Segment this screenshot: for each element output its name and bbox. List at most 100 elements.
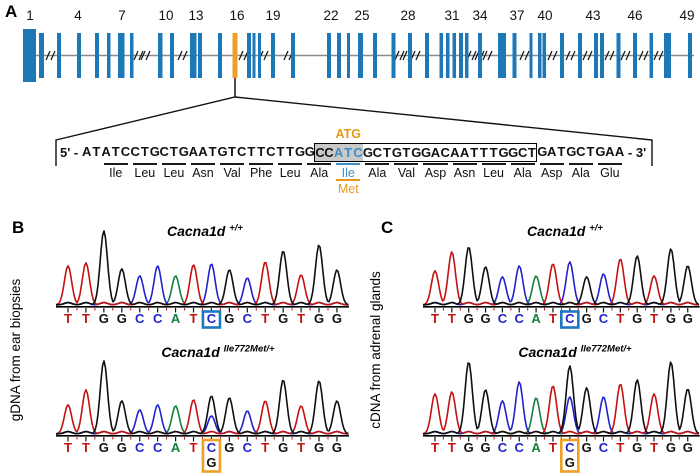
nucleotide: C <box>314 143 325 162</box>
base-letter: T <box>549 311 557 326</box>
nucleotide: G <box>508 143 519 162</box>
base-letter: T <box>64 440 72 455</box>
exon-bar <box>529 33 533 78</box>
nucleotide: A <box>450 143 460 162</box>
gap-hatch-mark <box>140 50 151 61</box>
nucleotide: T <box>479 143 489 162</box>
exon-bar <box>408 33 412 78</box>
base-letter: T <box>616 311 624 326</box>
trace-T <box>55 261 349 306</box>
base-letter: G <box>480 311 490 326</box>
exon-bar <box>358 33 363 78</box>
gap-hatch-mark <box>604 50 615 61</box>
base-letter: G <box>278 440 288 455</box>
exon-number: 16 <box>229 8 244 23</box>
base-letter: G <box>278 311 288 326</box>
gap-hatch-mark <box>620 50 631 61</box>
nucleotide: C <box>120 144 131 159</box>
nucleotide: A <box>198 144 208 159</box>
base-letter: G <box>683 311 693 326</box>
base-letter: T <box>650 440 658 455</box>
gap-hatch-mark <box>582 50 593 61</box>
base-letter: G <box>582 440 592 455</box>
base-letter: T <box>616 440 624 455</box>
nucleotide: T <box>469 143 480 162</box>
nucleotide: G <box>178 144 189 159</box>
exon-number: 1 <box>26 8 34 23</box>
base-letter: T <box>448 311 456 326</box>
base-letter: G <box>666 440 676 455</box>
exon-number: 13 <box>188 8 203 23</box>
nucleotide: T <box>257 144 266 159</box>
nucleotide: T <box>247 144 256 159</box>
exon-bar <box>170 33 174 78</box>
exon-bar <box>57 33 61 78</box>
exon-bar <box>649 33 653 78</box>
nucleotide: A <box>101 144 111 159</box>
gap-hatch-mark <box>653 50 664 61</box>
base-letter: C <box>565 311 575 326</box>
base-letter: T <box>650 311 658 326</box>
nucleotide: G <box>362 143 373 162</box>
amino-acid: Ala <box>568 163 593 180</box>
nucleotide: T <box>401 143 412 162</box>
exon-bar <box>633 33 637 78</box>
exon-bar <box>512 33 517 78</box>
chromatogram-title: Cacna1d Ile772Met/+ <box>161 344 275 361</box>
base-letter: G <box>464 311 474 326</box>
base-letter: C <box>135 440 145 455</box>
base-letter: G <box>117 311 127 326</box>
exon-bar <box>39 33 44 78</box>
base-letter: G <box>666 311 676 326</box>
variant-box <box>201 438 222 473</box>
chromatogram-title: Cacna1d Ile772Met/+ <box>518 344 632 361</box>
exon-bar <box>198 33 202 78</box>
nucleotide: G <box>498 143 509 162</box>
nucleotide: A <box>605 144 615 159</box>
base-letter: G <box>582 311 592 326</box>
amino-acid: Ala <box>307 163 332 180</box>
nucleotide: G <box>420 143 432 162</box>
amino-acid: Ile <box>103 163 128 180</box>
exon-bar <box>465 33 469 78</box>
base-letter: C <box>207 311 217 326</box>
base-letter-secondary: G <box>206 455 216 470</box>
base-letter: G <box>480 440 490 455</box>
nucleotide: A <box>547 144 557 159</box>
base-letter: T <box>190 311 198 326</box>
base-letter: C <box>498 440 508 455</box>
amino-acid: Ala <box>510 163 535 180</box>
amino-acid: Val <box>220 163 245 180</box>
nucleotide: A <box>459 143 470 162</box>
nucleotide: T <box>111 144 120 159</box>
exon-bar <box>578 33 582 78</box>
exon-bar <box>271 33 275 78</box>
nucleotide: C <box>159 144 169 159</box>
nucleotide: T <box>557 144 566 159</box>
base-letter: A <box>171 311 181 326</box>
nucleotide: G <box>537 144 548 159</box>
trace-G <box>56 360 349 435</box>
amino-acid: Val <box>394 163 419 180</box>
base-letter: T <box>261 311 269 326</box>
exon-number: 43 <box>585 8 600 23</box>
base-letter: G <box>464 440 474 455</box>
exon-number: 7 <box>118 8 126 23</box>
nucleotide: T <box>527 143 538 162</box>
nucleotide: T <box>169 144 178 159</box>
nucleotide: G <box>595 144 606 159</box>
amino-acid: Leu <box>132 163 157 180</box>
gap-hatch-mark <box>177 50 188 61</box>
exon-number: 40 <box>537 8 552 23</box>
base-letter: C <box>515 440 525 455</box>
exon-bar <box>258 33 261 78</box>
exon-bar <box>560 33 564 78</box>
amino-acid: Ala <box>365 163 390 180</box>
gap-hatch-mark <box>638 50 649 61</box>
base-letter: T <box>64 311 72 326</box>
exon-bar <box>452 33 456 78</box>
nucleotide: G <box>149 144 160 159</box>
